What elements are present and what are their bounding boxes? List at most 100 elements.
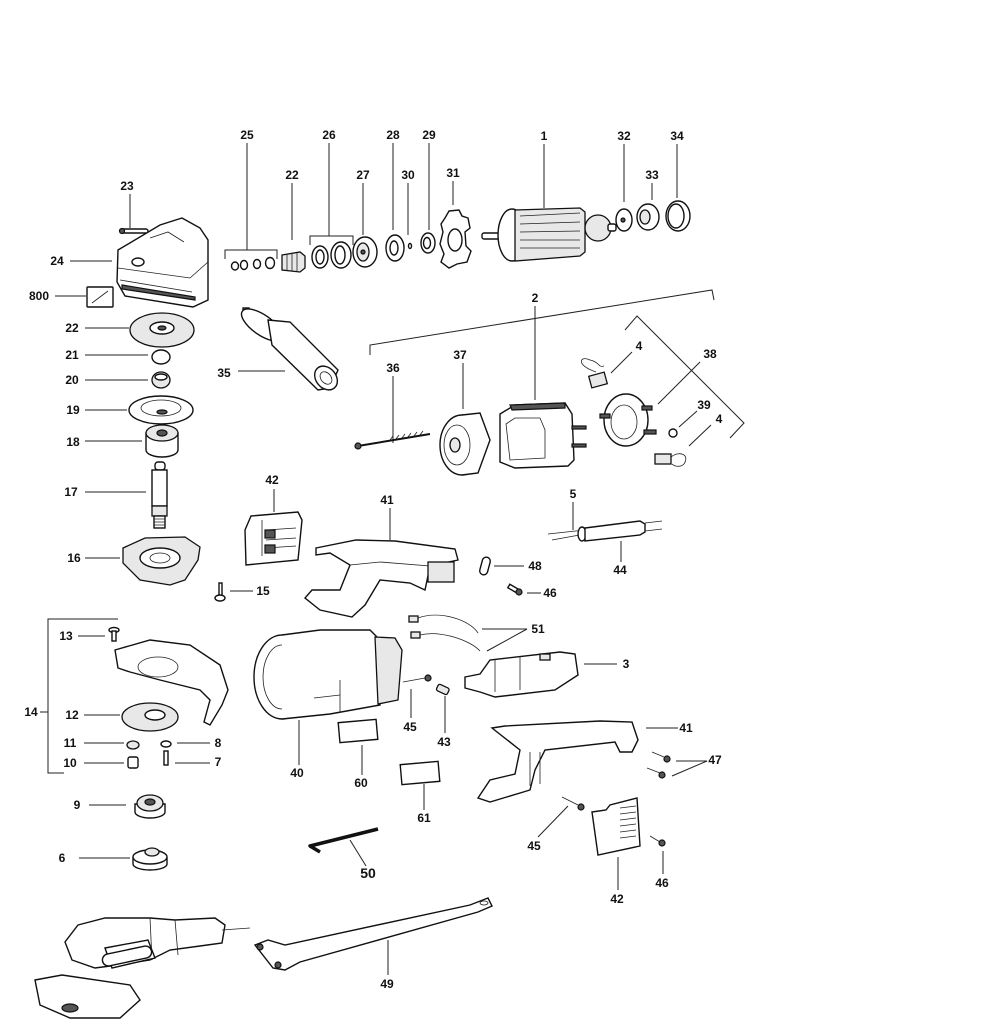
part-label-23: 23 (120, 179, 134, 193)
wheel-guard-14 (114, 639, 229, 726)
part-label-25: 25 (240, 128, 254, 142)
power-cord-44 (547, 520, 663, 542)
bearing-rings-25 (230, 256, 276, 271)
part-label-44: 44 (613, 563, 627, 577)
part-label-5: 5 (569, 487, 577, 501)
nut-20 (151, 371, 171, 389)
part-label-28: 28 (386, 128, 400, 142)
bearing-sleeve-34 (665, 200, 691, 232)
part-label-36: 36 (386, 361, 400, 375)
part-label-35: 35 (217, 366, 231, 380)
part-label-14: 14 (24, 705, 38, 719)
part-label-16: 16 (67, 551, 81, 565)
nut-21 (151, 349, 171, 365)
clamp-ring-12 (121, 702, 179, 732)
part-label-15: 15 (256, 584, 270, 598)
screws-47 (646, 751, 671, 779)
lead-wires-51 (408, 614, 481, 652)
part-label-43: 43 (437, 735, 451, 749)
baffle-31 (439, 209, 472, 269)
part-label-32: 32 (617, 129, 631, 143)
part-label-34: 34 (670, 129, 684, 143)
part-label-19: 19 (66, 403, 80, 417)
handle-cover-42-top (244, 511, 303, 566)
part-label-42: 42 (265, 473, 279, 487)
part-label-38: 38 (703, 347, 717, 361)
rear-handle-41-top (303, 539, 459, 618)
part-label-22: 22 (65, 321, 79, 335)
part-label-39: 39 (697, 398, 711, 412)
bevel-gear-22 (129, 312, 195, 348)
washer-11 (126, 740, 140, 750)
inner-flange-6 (132, 847, 168, 871)
screw-46-top (506, 583, 523, 596)
screw-7 (163, 750, 169, 766)
screw-13 (108, 626, 120, 642)
seal-29 (420, 232, 436, 254)
pinion-22 (281, 251, 306, 273)
side-handle-35 (240, 307, 339, 391)
part-label-4: 4 (715, 412, 723, 426)
part-label-26: 26 (322, 128, 336, 142)
cord-clamp-48 (479, 556, 491, 576)
rear-handle-41-bottom (476, 720, 639, 803)
part-label-12: 12 (65, 708, 79, 722)
washer-30 (407, 242, 413, 250)
part-label-4: 4 (635, 339, 643, 353)
part-label-40: 40 (290, 766, 304, 780)
handle-cover-42-bottom (591, 797, 641, 856)
nut-10 (127, 756, 139, 769)
brush-4-top (580, 358, 609, 389)
spanner-wrench-49 (253, 897, 493, 971)
bearings-26 (311, 241, 352, 269)
part-label-30: 30 (401, 168, 415, 182)
part-label-45: 45 (527, 839, 541, 853)
part-label-13: 13 (59, 629, 73, 643)
flange-nut-9 (134, 794, 166, 819)
armature-1 (481, 207, 617, 262)
part-label-1: 1 (540, 129, 548, 143)
gear-housing-16 (122, 536, 201, 586)
spring-39 (668, 428, 678, 438)
part-label-51: 51 (531, 622, 545, 636)
screw-46-bottom (649, 835, 666, 847)
part-label-47: 47 (708, 753, 722, 767)
part-label-22: 22 (285, 168, 299, 182)
screw-45-mid (402, 674, 432, 683)
part-label-61: 61 (417, 811, 431, 825)
part-label-45: 45 (403, 720, 417, 734)
part-label-37: 37 (453, 348, 467, 362)
part-label-29: 29 (422, 128, 436, 142)
part-label-7: 7 (214, 755, 222, 769)
part-label-21: 21 (65, 348, 79, 362)
part-label-48: 48 (528, 559, 542, 573)
part-label-41: 41 (380, 493, 394, 507)
part-label-49: 49 (380, 977, 394, 991)
motor-housing-40 (253, 629, 403, 720)
assembled-grinder-illustration (34, 917, 251, 1019)
part-label-10: 10 (63, 756, 77, 770)
part-label-3: 3 (622, 657, 630, 671)
field-stator-2 (499, 402, 587, 469)
tool-icon-800 (86, 286, 114, 308)
part-label-20: 20 (65, 373, 79, 387)
bearing-18 (145, 424, 179, 458)
part-label-46: 46 (655, 876, 669, 890)
part-label-18: 18 (66, 435, 80, 449)
flange-19 (128, 395, 194, 425)
part-label-17: 17 (64, 485, 78, 499)
part-label-42: 42 (610, 892, 624, 906)
lock-washer-8 (160, 740, 172, 748)
part-label-6: 6 (58, 851, 66, 865)
part-label-60: 60 (354, 776, 368, 790)
brush-4-bottom (654, 453, 687, 467)
spindle-17 (151, 461, 168, 529)
leader-lines (40, 143, 745, 975)
switch-3 (464, 651, 579, 698)
gear-case-24 (116, 217, 209, 308)
washer-32 (615, 208, 633, 232)
brush-holder-38 (599, 393, 657, 447)
strain-relief-43 (435, 683, 450, 696)
part-label-33: 33 (645, 168, 659, 182)
